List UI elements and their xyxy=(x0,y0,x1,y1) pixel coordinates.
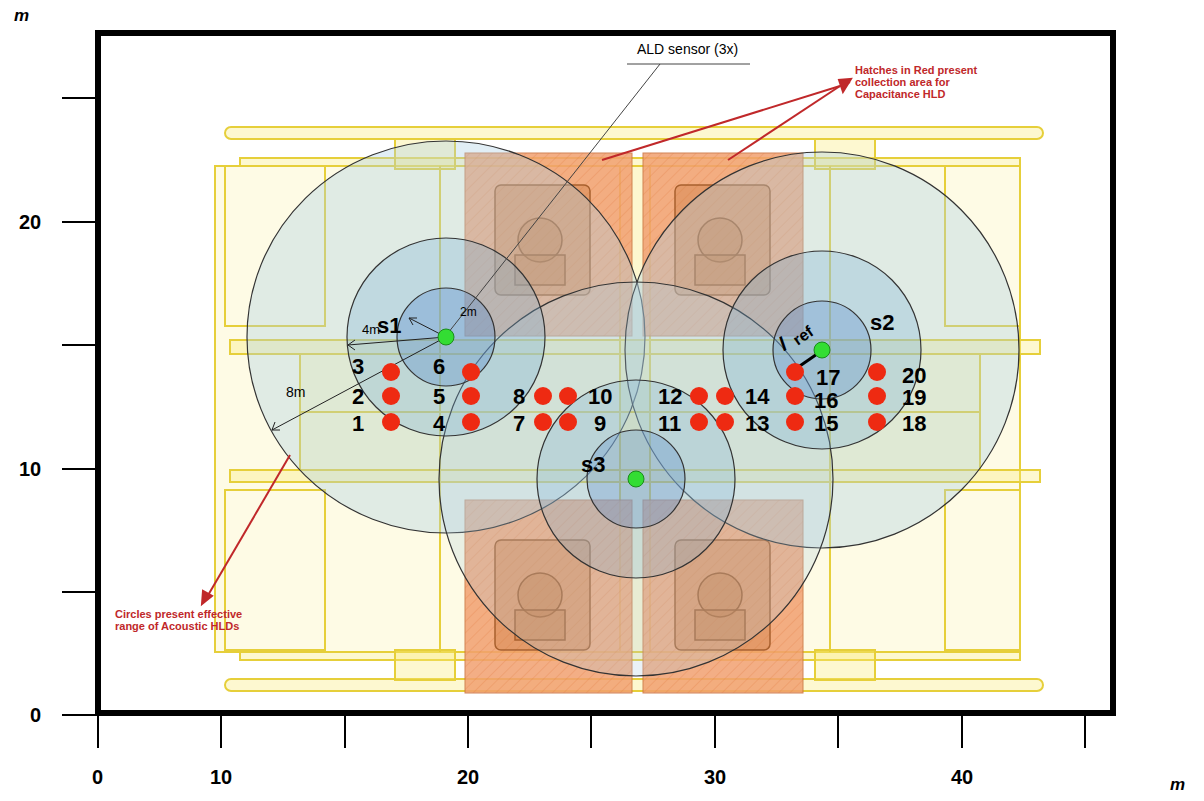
point-number: 3 xyxy=(352,355,364,379)
axis-unit: m xyxy=(1170,776,1185,795)
point-number: 11 xyxy=(658,412,681,436)
point-number: 19 xyxy=(902,386,926,410)
plot-frame xyxy=(98,33,1113,713)
point-number: 16 xyxy=(814,389,838,413)
point-number: 4 xyxy=(433,412,445,436)
tick-label: 10 xyxy=(210,766,232,788)
range-label: 2m xyxy=(460,306,477,319)
template-structure xyxy=(215,127,1043,691)
point-number: 5 xyxy=(433,385,445,409)
point-number: 8 xyxy=(513,385,525,409)
point-number: 15 xyxy=(814,412,838,436)
sensor-label: s3 xyxy=(581,453,605,477)
tick-label: 30 xyxy=(704,766,726,788)
point-number: 9 xyxy=(594,412,606,436)
tick-label: 10 xyxy=(19,458,41,480)
point-number: 6 xyxy=(433,355,445,379)
sensor-label: s1 xyxy=(377,314,401,338)
axis-ticks xyxy=(62,98,1085,748)
length-label: ref xyxy=(790,323,817,349)
leader-line xyxy=(448,64,750,333)
point-number: 7 xyxy=(513,412,525,436)
point-number: 1 xyxy=(352,412,364,436)
ald-sensor xyxy=(438,329,830,487)
callout-text: Hatches in Red present collection area f… xyxy=(855,64,1015,100)
test-point xyxy=(382,363,886,431)
point-number: 10 xyxy=(588,385,612,409)
range-label: 8m xyxy=(286,385,305,400)
acoustic-range xyxy=(247,141,1019,676)
point-number: 18 xyxy=(902,412,926,436)
tick-label: 20 xyxy=(457,766,479,788)
tick-label: 0 xyxy=(30,704,41,726)
axis-unit: m xyxy=(14,7,29,26)
callout-text: Circles present effective range of Acous… xyxy=(115,608,265,632)
tick-label: 20 xyxy=(19,211,41,233)
point-number: 13 xyxy=(745,412,769,436)
point-number: 14 xyxy=(745,385,769,409)
point-number: 2 xyxy=(352,385,364,409)
tick-label: 0 xyxy=(92,766,103,788)
red-arrow xyxy=(202,79,851,604)
point-number: 12 xyxy=(658,385,682,409)
sensor-label: s2 xyxy=(870,311,894,335)
callout-text: ALD sensor (3x) xyxy=(637,42,738,57)
point-number: 20 xyxy=(902,364,926,388)
tick-label: 40 xyxy=(951,766,973,788)
point-number: 17 xyxy=(816,366,840,390)
length-label: l xyxy=(775,333,791,355)
